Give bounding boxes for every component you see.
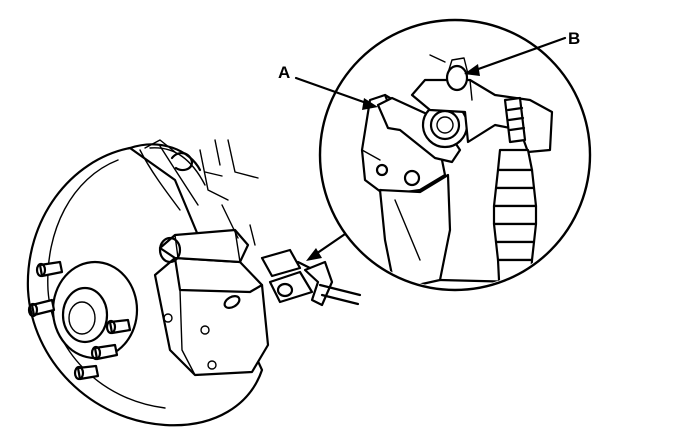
wheel-studs	[27, 260, 132, 381]
parking-brake-lever-small	[260, 248, 334, 307]
callout-a: A	[278, 63, 378, 110]
parking-brake-cable	[318, 283, 362, 306]
detail-magnified-view	[318, 18, 592, 292]
knuckle-and-shield	[144, 139, 259, 246]
callout-b: B	[464, 29, 580, 76]
brake-caliper	[153, 228, 270, 377]
callout-b-label: B	[568, 29, 580, 48]
callout-a-label: A	[278, 63, 290, 82]
zoom-leader-arrow	[306, 230, 350, 261]
